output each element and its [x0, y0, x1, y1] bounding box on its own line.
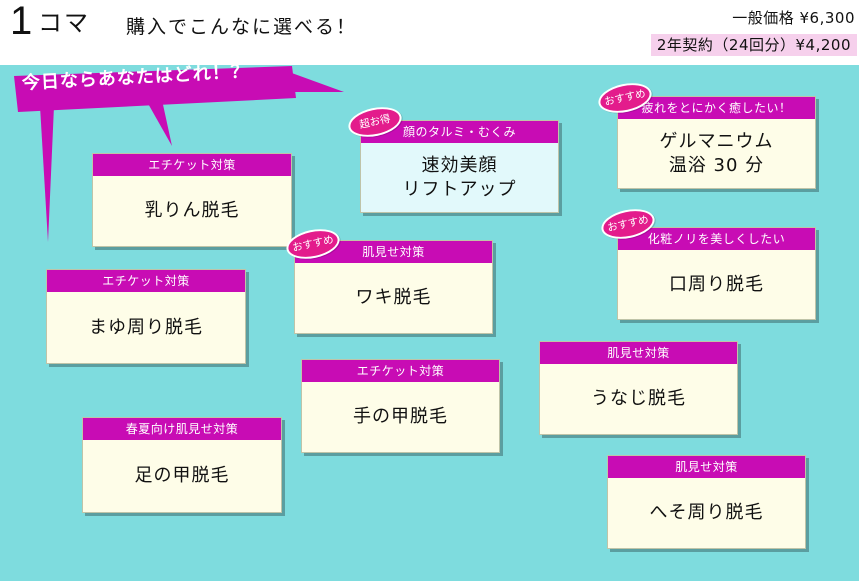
- card-header: エチケット対策: [93, 154, 291, 176]
- page-subtitle: 購入でこんなに選べる！: [126, 16, 358, 38]
- card-header: 疲れをとにかく癒したい！: [618, 97, 815, 119]
- card-title: ワキ脱毛: [355, 287, 432, 308]
- menu-card-navel[interactable]: 肌見せ対策 へそ周り脱毛: [607, 455, 806, 549]
- menu-card-armpit[interactable]: 肌見せ対策 ワキ脱毛: [294, 240, 493, 334]
- menu-card-foot[interactable]: 春夏向け肌見せ対策 足の甲脱毛: [82, 417, 282, 513]
- title-number: 1: [10, 0, 33, 43]
- regular-price: 一般価格 ¥6,300: [732, 9, 855, 27]
- speech-bubble: [14, 66, 344, 242]
- menu-card-nipple[interactable]: エチケット対策 乳りん脱毛: [92, 153, 292, 247]
- card-title: ゲルマニウム 温浴 30 分: [659, 130, 774, 176]
- card-title: 口周り脱毛: [669, 273, 764, 295]
- card-title: 手の甲脱毛: [353, 406, 448, 427]
- card-title: へそ周り脱毛: [649, 502, 764, 523]
- card-header: 化粧ノリを美しくしたい: [618, 228, 815, 250]
- card-title: まゆ周り脱毛: [89, 316, 203, 338]
- menu-card-hand[interactable]: エチケット対策 手の甲脱毛: [301, 359, 500, 453]
- card-header: 肌見せ対策: [295, 241, 492, 263]
- menu-card-nape[interactable]: 肌見せ対策 うなじ脱毛: [539, 341, 738, 435]
- menu-card-mouth[interactable]: 化粧ノリを美しくしたい 口周り脱毛: [617, 227, 816, 320]
- card-title: 速効美顔 リフトアップ: [402, 154, 517, 200]
- card-header: 肌見せ対策: [608, 456, 805, 478]
- menu-card-eyebrow[interactable]: エチケット対策 まゆ周り脱毛: [46, 269, 246, 364]
- card-header: エチケット対策: [47, 270, 245, 292]
- card-header: エチケット対策: [302, 360, 499, 382]
- card-header: 肌見せ対策: [540, 342, 737, 364]
- menu-card-face[interactable]: 顔のタルミ・むくみ 速効美顔 リフトアップ: [360, 120, 559, 213]
- menu-card-germanium[interactable]: 疲れをとにかく癒したい！ ゲルマニウム 温浴 30 分: [617, 96, 816, 189]
- card-title: うなじ脱毛: [591, 388, 686, 409]
- card-title: 足の甲脱毛: [134, 465, 230, 486]
- title-koma: コマ: [38, 9, 90, 37]
- contract-price: 2年契約（24回分）¥4,200: [650, 34, 857, 56]
- card-title: 乳りん脱毛: [144, 200, 240, 221]
- card-header: 顔のタルミ・むくみ: [361, 121, 558, 143]
- card-header: 春夏向け肌見せ対策: [83, 418, 281, 440]
